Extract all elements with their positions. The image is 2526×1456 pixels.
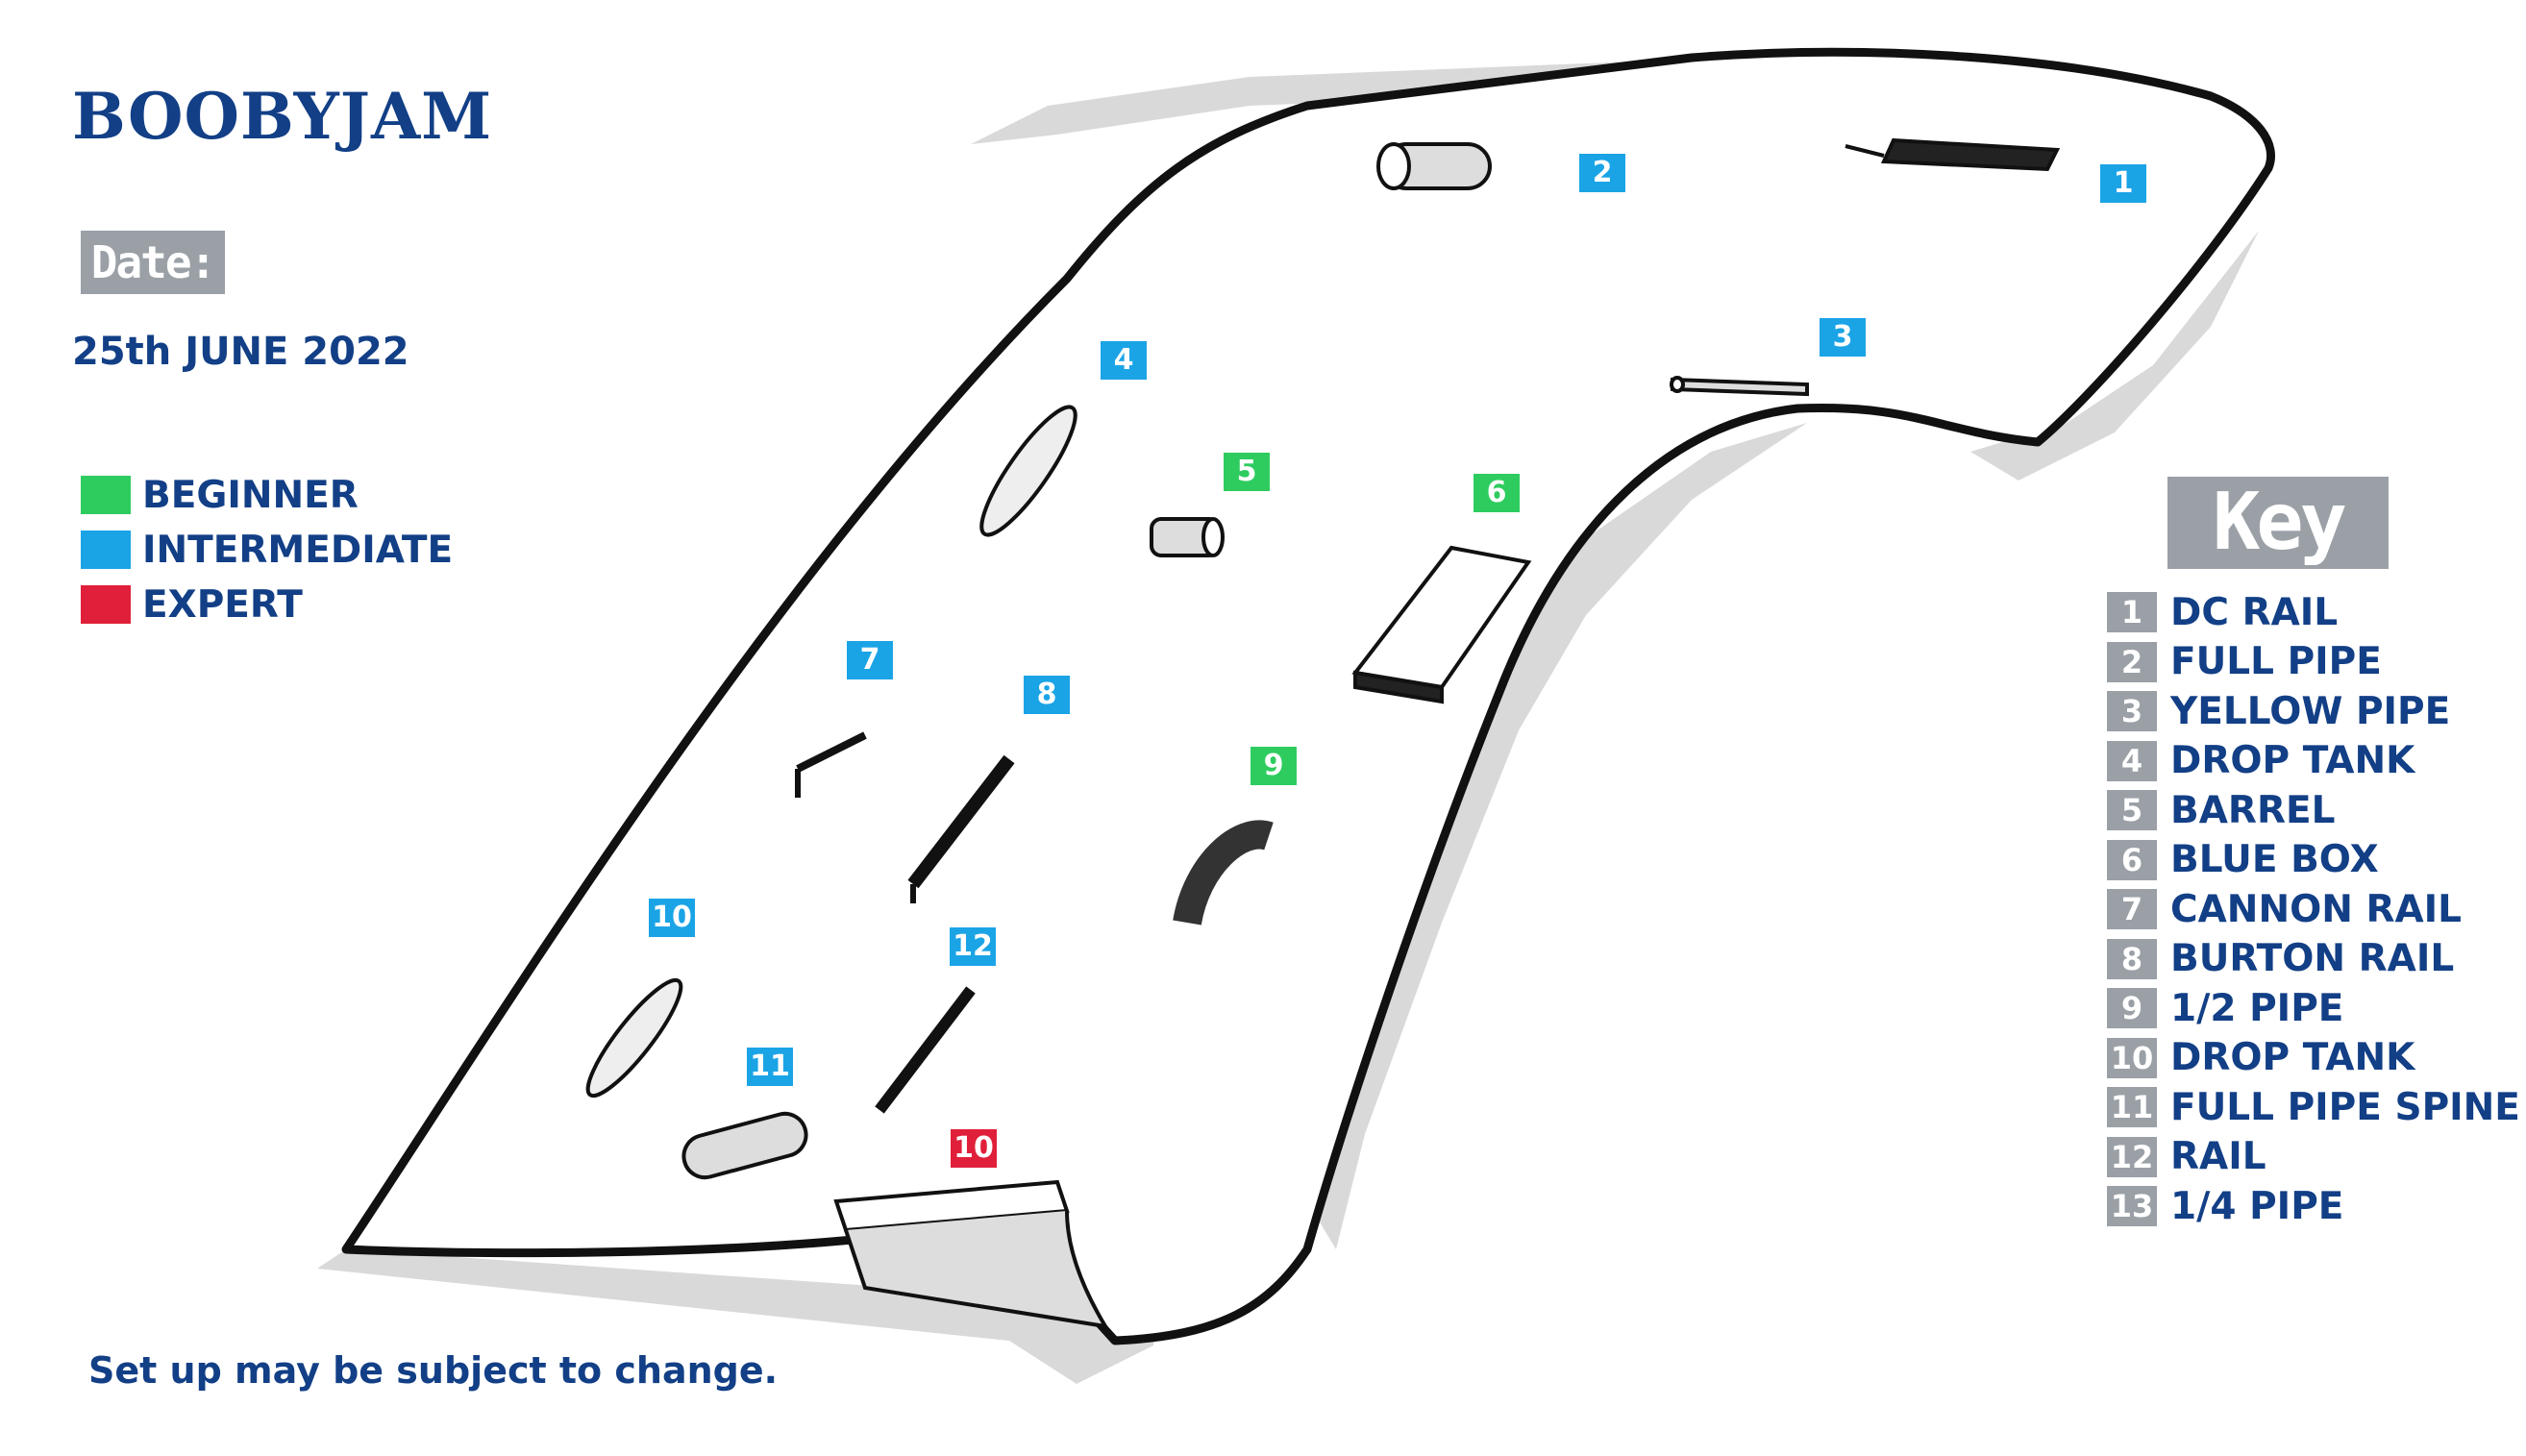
legend-item-beginner: BEGINNER <box>81 473 359 517</box>
feature-marker-9[interactable]: 9 <box>1251 747 1297 785</box>
course-outline <box>341 47 2275 1345</box>
key-item-number: 2 <box>2107 641 2157 682</box>
obstacle-7-cannon-rail <box>795 731 867 798</box>
key-item-label: BURTON RAIL <box>2170 937 2455 980</box>
page-title: BOOBYJAM <box>72 79 493 154</box>
feature-marker-11[interactable]: 11 <box>747 1048 793 1086</box>
feature-marker-4[interactable]: 4 <box>1101 341 1147 380</box>
obstacle-6-box <box>1351 545 1532 704</box>
legend-swatch-intermediate <box>81 531 131 569</box>
key-item: 8 BURTON RAIL <box>2107 937 2454 981</box>
obstacles <box>585 137 2061 1329</box>
key-item-label: 1/2 PIPE <box>2170 986 2344 1030</box>
key-item-number: 10 <box>2107 1037 2157 1078</box>
legend-item-intermediate: INTERMEDIATE <box>81 528 454 572</box>
obstacle-12-rail <box>875 986 976 1114</box>
key-item-number: 4 <box>2107 740 2157 781</box>
key-item-number: 3 <box>2107 691 2157 731</box>
key-item-number: 12 <box>2107 1136 2157 1177</box>
feature-marker-13[interactable]: 10 <box>951 1129 997 1168</box>
obstacle-1-dc-rail <box>1845 137 2061 172</box>
key-item-label: YELLOW PIPE <box>2170 689 2451 733</box>
key-item: 13 1/4 PIPE <box>2107 1184 2343 1228</box>
legend-label: INTERMEDIATE <box>142 528 454 572</box>
feature-marker-12[interactable]: 12 <box>950 927 996 966</box>
obstacle-10-drop-tank <box>585 977 683 1098</box>
feature-marker-6[interactable]: 6 <box>1474 474 1520 512</box>
obstacle-5-barrel <box>1150 517 1225 557</box>
obstacle-11-full-pipe-spine <box>681 1111 808 1180</box>
feature-marker-5[interactable]: 5 <box>1224 453 1270 491</box>
feature-marker-8[interactable]: 8 <box>1024 676 1070 714</box>
feature-marker-7[interactable]: 7 <box>847 641 893 679</box>
key-item-number: 1 <box>2107 592 2157 632</box>
key-item-number: 5 <box>2107 790 2157 830</box>
key-item: 10 DROP TANK <box>2107 1036 2415 1080</box>
key-item-label: FULL PIPE SPINE <box>2170 1085 2520 1129</box>
feature-marker-3[interactable]: 3 <box>1820 318 1866 357</box>
legend-swatch-expert <box>81 585 131 624</box>
obstacle-8-burton-rail <box>907 754 1015 903</box>
key-item: 4 DROP TANK <box>2107 739 2415 783</box>
footnote: Set up may be subject to change. <box>88 1349 779 1392</box>
key-item: 9 1/2 PIPE <box>2107 986 2343 1030</box>
legend-label: BEGINNER <box>142 473 359 517</box>
feature-marker-1[interactable]: 1 <box>2100 164 2146 203</box>
feature-marker-10[interactable]: 10 <box>649 899 695 937</box>
legend-label: EXPERT <box>142 582 303 627</box>
obstacle-13-quarter-pipe <box>833 1179 1109 1329</box>
key-item-label: DROP TANK <box>2170 1036 2415 1079</box>
obstacle-9-half-pipe <box>1173 820 1274 925</box>
key-item-label: 1/4 PIPE <box>2170 1184 2344 1228</box>
key-item: 5 BARREL <box>2107 788 2335 832</box>
key-item: 2 FULL PIPE <box>2107 640 2382 684</box>
key-item-label: RAIL <box>2170 1135 2266 1178</box>
key-item-number: 6 <box>2107 839 2157 880</box>
key-item: 11 FULL PIPE SPINE <box>2107 1085 2520 1129</box>
obstacle-3-yellow-pipe <box>1670 376 1809 397</box>
key-item-label: FULL PIPE <box>2170 640 2382 683</box>
key-item: 7 CANNON RAIL <box>2107 887 2462 931</box>
key-item: 1 DC RAIL <box>2107 590 2338 634</box>
key-item: 3 YELLOW PIPE <box>2107 689 2450 733</box>
key-item-label: DC RAIL <box>2170 590 2339 634</box>
key-item: 12 RAIL <box>2107 1135 2266 1179</box>
key-item: 6 BLUE BOX <box>2107 838 2379 882</box>
key-item-label: CANNON RAIL <box>2170 887 2463 931</box>
legend-swatch-beginner <box>81 476 131 514</box>
obstacle-4-drop-tank <box>979 405 1077 537</box>
legend-item-expert: EXPERT <box>81 582 303 627</box>
date-label: Date: <box>81 231 225 294</box>
key-item-label: BLUE BOX <box>2170 838 2379 881</box>
date-value: 25th JUNE 2022 <box>72 330 409 374</box>
obstacle-2-full-pipe <box>1376 142 1492 190</box>
key-item-number: 9 <box>2107 988 2157 1028</box>
key-title: Key <box>2167 477 2389 569</box>
key-item-number: 7 <box>2107 889 2157 929</box>
key-item-number: 13 <box>2107 1186 2157 1226</box>
key-item-number: 11 <box>2107 1087 2157 1127</box>
key-item-label: BARREL <box>2170 788 2336 832</box>
key-item-label: DROP TANK <box>2170 739 2415 782</box>
feature-marker-2[interactable]: 2 <box>1579 154 1625 192</box>
key-item-number: 8 <box>2107 938 2157 979</box>
